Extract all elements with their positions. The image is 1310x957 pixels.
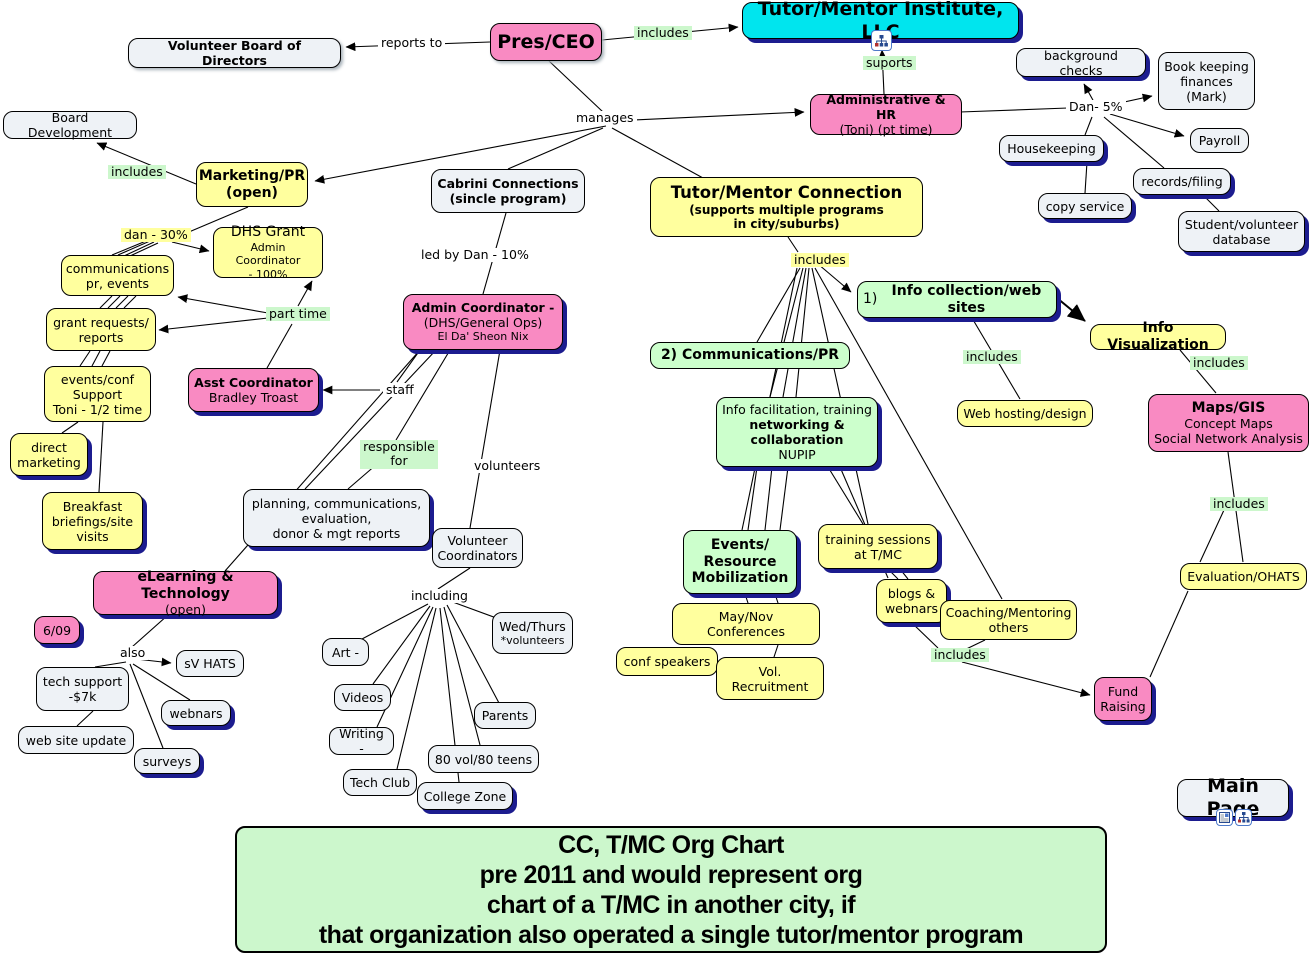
node-volunteer-board[interactable]: Volunteer Board of Directors xyxy=(128,38,341,68)
node-training-sessions[interactable]: training sessions at T/MC xyxy=(818,524,938,569)
node-marketing-pr[interactable]: Marketing/PR (open) xyxy=(196,162,308,207)
node-dhs-grant[interactable]: DHS Grant Admin Coordinator - 100% xyxy=(213,224,323,281)
node-housekeeping[interactable]: Housekeeping xyxy=(999,135,1104,162)
node-info-visualization[interactable]: Info Visualization xyxy=(1090,320,1226,353)
node-book-keeping[interactable]: Book keeping finances (Mark) xyxy=(1158,52,1255,110)
node-background-checks[interactable]: background checks xyxy=(1016,48,1146,78)
node-blogs-webnars[interactable]: blogs & webnars xyxy=(876,579,947,623)
node-student-volunteer-database[interactable]: Student/volunteer database xyxy=(1178,211,1305,252)
node-vol-recruitment[interactable]: Vol. Recruitment xyxy=(716,657,824,700)
node-tutor-mentor-connection[interactable]: Tutor/Mentor Connection (supports multip… xyxy=(650,177,923,237)
link-label-dan-30[interactable]: dan - 30% xyxy=(121,227,191,243)
node-asst-coordinator[interactable]: Asst Coordinator Bradley Troast xyxy=(188,368,319,412)
node-direct-marketing[interactable]: direct marketing xyxy=(10,433,88,476)
node-surveys[interactable]: surveys xyxy=(134,748,200,774)
node-admin-coordinator[interactable]: Admin Coordinator - (DHS/General Ops) El… xyxy=(403,294,563,350)
node-events-conf-support[interactable]: events/conf Support Toni - 1/2 time xyxy=(44,366,151,422)
node-main-page[interactable]: Main Page xyxy=(1177,775,1289,820)
node-college-zone[interactable]: College Zone xyxy=(417,782,513,810)
link-label-includes-webhosting[interactable]: includes xyxy=(963,349,1021,365)
node-administrative-hr[interactable]: Administrative & HR (Toni) (pt time) xyxy=(810,92,962,137)
node-80-vol-80-teens[interactable]: 80 vol/80 teens xyxy=(428,745,539,773)
link-label-includes-top[interactable]: includes xyxy=(634,25,692,41)
node-web-site-update[interactable]: web site update xyxy=(18,726,134,754)
node-conf-speakers[interactable]: conf speakers xyxy=(616,647,718,676)
node-webnars[interactable]: webnars xyxy=(161,700,231,726)
node-tech-club[interactable]: Tech Club xyxy=(343,769,417,796)
node-wed-thurs-volunteers[interactable]: Wed/Thurs *volunteers xyxy=(492,612,573,654)
link-label-includes-board[interactable]: includes xyxy=(108,164,166,180)
node-payroll[interactable]: Payroll xyxy=(1190,128,1249,153)
link-label-manages[interactable]: manages xyxy=(573,110,637,126)
node-grant-requests[interactable]: grant requests/ reports xyxy=(46,308,156,351)
link-label-includes-tmc[interactable]: includes xyxy=(791,252,849,268)
node-pres-ceo[interactable]: Pres/CEO xyxy=(490,23,602,61)
node-volunteer-coordinators[interactable]: Volunteer Coordinators xyxy=(432,528,523,568)
link-label-led-by-dan[interactable]: led by Dan - 10% xyxy=(418,247,532,263)
node-maps-gis[interactable]: Maps/GIS Concept Maps Social Network Ana… xyxy=(1148,394,1309,452)
node-tech-support[interactable]: tech support -$7k xyxy=(36,667,129,711)
node-coaching-mentoring[interactable]: Coaching/Mentoring others xyxy=(940,600,1077,640)
node-planning-communications[interactable]: planning, communications, evaluation, do… xyxy=(243,489,430,547)
node-fund-raising[interactable]: Fund Raising xyxy=(1094,677,1152,721)
link-label-dan-5[interactable]: Dan- 5% xyxy=(1066,99,1126,115)
node-may-nov-conferences[interactable]: May/Nov Conferences xyxy=(672,603,820,645)
node-events-resource-mobilization[interactable]: Events/ Resource Mobilization xyxy=(683,530,797,594)
org-chart-note: CC, T/MC Org Chart pre 2011 and would re… xyxy=(235,826,1107,953)
link-label-part-time[interactable]: part time xyxy=(266,306,330,322)
link-label-also[interactable]: also xyxy=(117,645,149,661)
node-info-collection-web-sites[interactable]: 1) Info collection/web sites xyxy=(857,281,1057,318)
node-breakfast-briefings[interactable]: Breakfast briefings/site visits xyxy=(42,492,143,550)
link-label-volunteers[interactable]: volunteers xyxy=(471,458,544,474)
document-icon[interactable] xyxy=(1216,809,1233,826)
node-date-609[interactable]: 6/09 xyxy=(34,616,80,644)
node-records-filing[interactable]: records/filing xyxy=(1133,168,1231,195)
node-info-facilitation-nupip[interactable]: Info facilitation, training networking &… xyxy=(716,397,878,467)
link-label-suports[interactable]: suports xyxy=(863,55,916,71)
node-parents[interactable]: Parents xyxy=(474,702,536,729)
node-elearning-technology[interactable]: eLearning & Technology (open) xyxy=(93,569,278,617)
link-label-including[interactable]: including xyxy=(408,588,471,604)
node-communications-pr-2[interactable]: 2) Communications/PR xyxy=(650,342,850,369)
node-communications-pr-events[interactable]: communications pr, events xyxy=(61,255,174,296)
node-copy-service[interactable]: copy service xyxy=(1038,193,1132,219)
node-evaluation-ohats[interactable]: Evaluation/OHATS xyxy=(1180,563,1307,590)
link-label-includes-maps[interactable]: includes xyxy=(1190,355,1248,371)
node-web-hosting-design[interactable]: Web hosting/design xyxy=(957,400,1093,427)
link-label-includes-eval[interactable]: includes xyxy=(1210,496,1268,512)
node-art[interactable]: Art - xyxy=(322,638,369,666)
node-sv-hats[interactable]: sV HATS xyxy=(176,650,244,677)
node-cabrini-connections[interactable]: Cabrini Connections (sincle program) xyxy=(431,169,585,213)
sitemap-icon[interactable] xyxy=(871,30,892,51)
node-writing[interactable]: Writing - xyxy=(329,726,394,756)
node-board-development[interactable]: Board Development xyxy=(3,110,137,140)
node-videos[interactable]: Videos xyxy=(334,684,391,711)
link-label-reports-to[interactable]: reports to xyxy=(378,35,446,51)
sitemap-icon-small[interactable] xyxy=(1235,809,1252,826)
link-label-includes-fund[interactable]: includes xyxy=(931,647,989,663)
link-label-staff[interactable]: staff xyxy=(383,382,417,398)
